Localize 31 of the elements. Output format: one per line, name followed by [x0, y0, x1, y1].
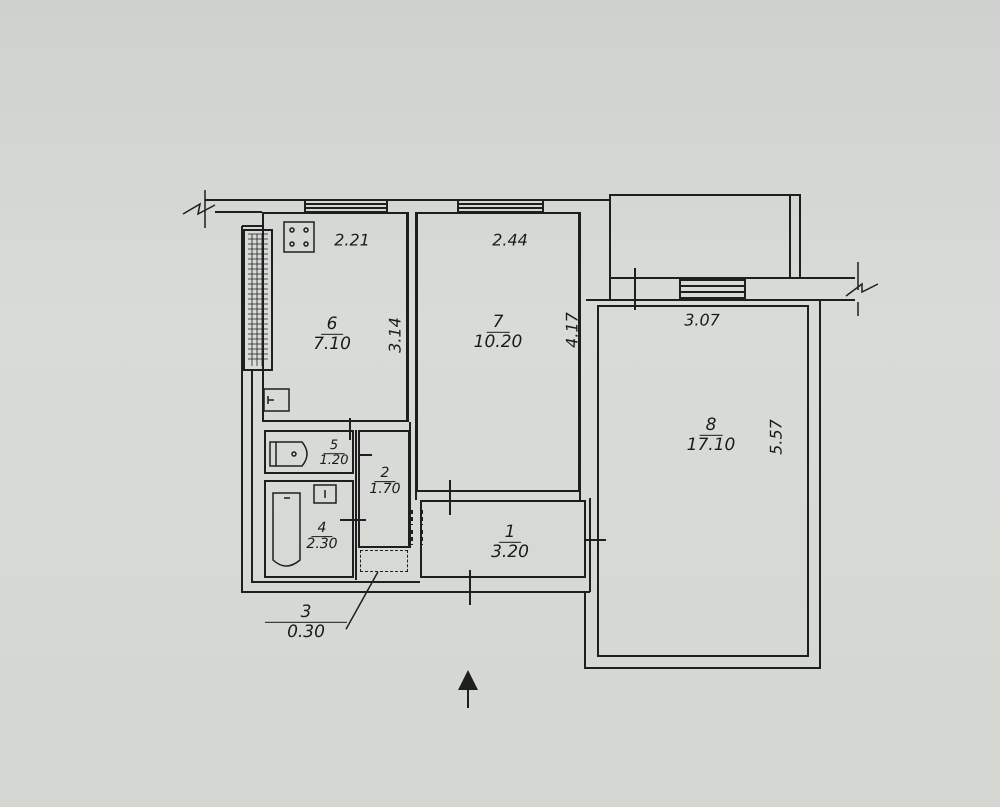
room-outline — [264, 480, 354, 578]
room-area: 3.20 — [491, 542, 529, 562]
room-number: 5 — [324, 439, 344, 454]
room-area: 1.70 — [369, 482, 401, 498]
room-area: 10.20 — [474, 332, 522, 352]
leader-line — [345, 572, 379, 630]
dimension-label: 3.14 — [386, 317, 404, 353]
room-number: 1 — [498, 522, 522, 542]
room-number: 3 — [265, 602, 347, 622]
room-outline — [420, 500, 586, 578]
room-outline — [358, 430, 410, 548]
dimension-label: 4.17 — [562, 312, 582, 348]
room-number: 6 — [320, 314, 344, 334]
dimension-label: 5.57 — [766, 419, 786, 455]
dimension-label: 3.07 — [684, 310, 720, 330]
room-area: 0.30 — [287, 622, 325, 642]
room-area: 1.20 — [320, 454, 348, 469]
room-number: 4 — [312, 521, 332, 538]
room-outline — [264, 430, 354, 474]
dimension-label: 2.21 — [334, 230, 370, 250]
room-outline — [416, 212, 580, 492]
room-number: 2 — [374, 466, 396, 482]
room-area: 17.10 — [686, 436, 736, 454]
room-area: 7.10 — [313, 334, 351, 354]
dimension-label: 2.44 — [492, 230, 528, 250]
room-area: 2.30 — [306, 538, 338, 553]
room-outline — [360, 550, 408, 572]
room-number: 7 — [486, 312, 510, 332]
room-number: 8 — [700, 416, 722, 436]
room-outline — [597, 305, 809, 657]
room-outline — [262, 212, 408, 422]
